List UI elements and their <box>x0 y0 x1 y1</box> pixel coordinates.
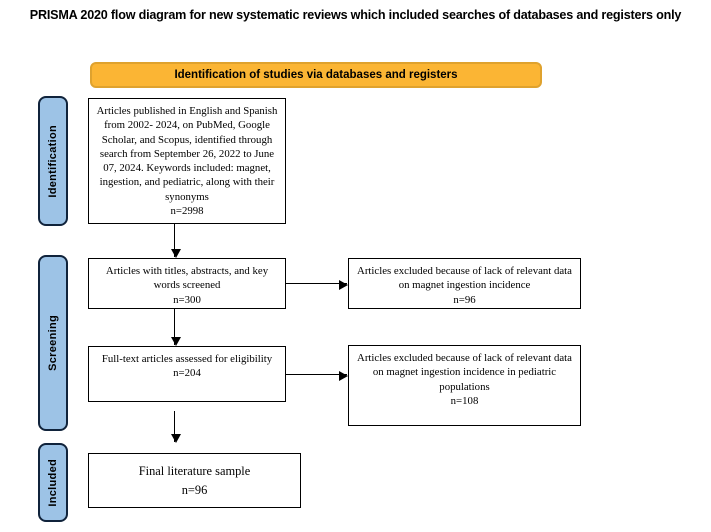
page-title: PRISMA 2020 flow diagram for new systema… <box>29 8 682 22</box>
banner-label: Identification of studies via databases … <box>174 69 458 81</box>
box-identified-text: Articles published in English and Spanis… <box>96 105 278 203</box>
arrow-identified-to-screened <box>170 224 181 258</box>
box-full-text: Full-text articles assessed for eligibil… <box>88 346 286 402</box>
box-full-text-count: n=204 <box>173 367 201 380</box>
box-identified: Articles published in English and Spanis… <box>88 98 286 224</box>
box-screened-text: Articles with titles, abstracts, and key… <box>105 265 269 292</box>
arrow-down-head <box>170 249 181 258</box>
arrow-screened-to-full-text <box>170 309 181 346</box>
arrow-full-text-to-excluded <box>286 370 348 381</box>
arrow-right-head <box>339 279 348 290</box>
box-excluded-full-text: Articles excluded because of lack of rel… <box>348 345 581 426</box>
box-full-text-text: Full-text articles assessed for eligibil… <box>101 353 273 365</box>
arrow-right-head <box>339 370 348 381</box>
box-screened: Articles with titles, abstracts, and key… <box>88 258 286 309</box>
box-excluded-full-text-text: Articles excluded because of lack of rel… <box>357 352 572 393</box>
box-identified-count: n=2998 <box>170 204 204 217</box>
stage-screening: Screening <box>38 255 68 431</box>
arrow-screened-to-excluded <box>286 279 348 290</box>
box-final-sample-count: n=96 <box>181 482 208 497</box>
box-final-sample: Final literature sample n=96 <box>88 453 301 508</box>
stage-identification-label: Identification <box>47 124 59 198</box>
box-excluded-screening: Articles excluded because of lack of rel… <box>348 258 581 309</box>
stage-screening-label: Screening <box>47 315 59 371</box>
box-screened-count: n=300 <box>173 293 201 306</box>
box-excluded-full-text-count: n=108 <box>450 394 479 407</box>
box-final-sample-text: Final literature sample <box>138 464 251 478</box>
arrow-down-head <box>170 337 181 346</box>
box-excluded-screening-count: n=96 <box>453 293 476 306</box>
banner-identification-via-databases: Identification of studies via databases … <box>90 62 542 88</box>
arrow-down-head <box>170 434 181 443</box>
stage-included-label: Included <box>47 458 59 507</box>
stage-included: Included <box>38 443 68 522</box>
arrow-full-text-to-final <box>170 411 181 443</box>
stage-identification: Identification <box>38 96 68 226</box>
box-excluded-screening-text: Articles excluded because of lack of rel… <box>357 265 572 292</box>
